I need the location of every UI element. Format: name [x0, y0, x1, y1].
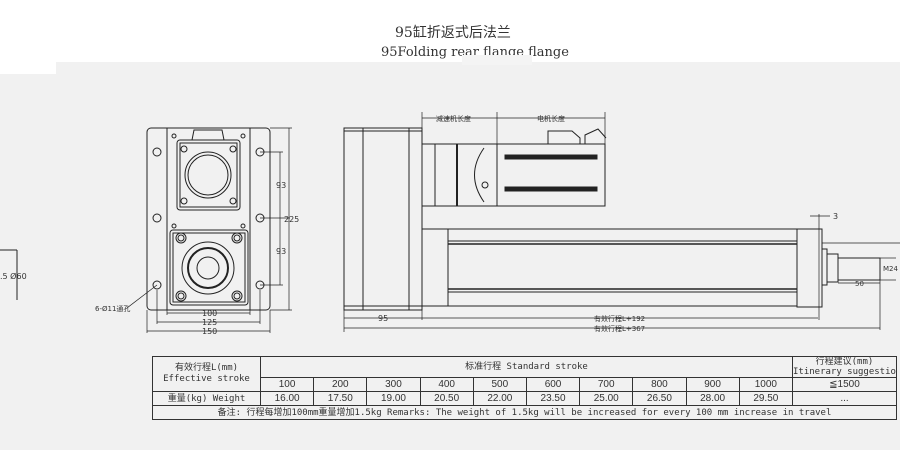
stroke-cell: 200: [313, 377, 368, 392]
table-row-remark: 备注: 行程每增加100mm重量增加1.5kg Remarks: The wei…: [152, 405, 897, 420]
dim-125: 125: [202, 318, 217, 327]
reducer: [421, 143, 498, 207]
table-row-strokes: 100 200 300 400 500 600 700 800 900 1000…: [153, 377, 897, 392]
stroke-cell: 700: [579, 377, 634, 392]
socket-top: [176, 129, 241, 211]
dim-3: 3: [833, 212, 838, 221]
title-smudge: [462, 55, 532, 65]
thread-label: M24: [883, 265, 898, 273]
stroke-cell: 1000: [738, 377, 793, 392]
front-view-flange: 93 93 225 100 125 150 6-Ø11通孔: [95, 127, 299, 336]
stroke-cell: 800: [632, 377, 687, 392]
suggestion-en: Itinerary suggestion: [792, 367, 897, 377]
weight-label: 重量(kg) Weight: [152, 391, 261, 406]
background-patch: [0, 62, 56, 74]
weight-cell: 26.50: [632, 391, 687, 406]
side-dimensions: [343, 112, 896, 332]
effective-stroke-cn: 有效行程L(mm): [174, 363, 239, 373]
header-band: [0, 0, 900, 62]
length-l192: 有效行程L+192: [594, 314, 645, 323]
remark-cell: 备注: 行程每增加100mm重量增加1.5kg Remarks: The wei…: [152, 405, 897, 420]
weight-cell: 17.50: [313, 391, 368, 406]
reducer-length-label: 减速机长度: [436, 114, 471, 123]
dim-150: 150: [202, 327, 217, 336]
dim-100: 100: [202, 309, 217, 318]
dim-93-bottom: 93: [276, 247, 286, 256]
stroke-cell: 900: [685, 377, 740, 392]
stroke-weight-table: 有效行程L(mm) Effective stroke 标准行程 Standard…: [152, 356, 897, 420]
weight-cell: 22.00: [472, 391, 527, 406]
stroke-cell: 600: [525, 377, 581, 392]
front-dimensions: [126, 127, 292, 333]
effective-stroke-en: Effective stroke: [163, 374, 250, 384]
motor-length-label: 电机长度: [537, 114, 565, 123]
mounting-holes: [152, 133, 265, 290]
side-view-actuator: 减速机长度 电机长度 95 3 50 M24 有效行程L+192 有效行程L+3…: [343, 112, 900, 333]
weight-more-cell: ...: [791, 391, 897, 406]
standard-stroke-header: 标准行程 Standard stroke: [260, 356, 793, 378]
weight-cell: 28.00: [685, 391, 740, 406]
stroke-cell: 300: [366, 377, 421, 392]
stroke-cell: 100: [259, 377, 315, 392]
weight-cell: 19.00: [366, 391, 421, 406]
weight-cell: 29.50: [738, 391, 793, 406]
stroke-cell: 500: [472, 377, 527, 392]
left-partial-view: .5 Ø60: [0, 249, 27, 300]
length-l367: 有效行程L+367: [594, 324, 645, 333]
itinerary-suggestion-header: 行程建议(mm) Itinerary suggestion: [791, 356, 897, 378]
suggestion-cn: 行程建议(mm): [815, 357, 874, 368]
motor: [496, 128, 607, 207]
dim-50: 50: [855, 280, 864, 288]
weight-cell: 20.50: [419, 391, 474, 406]
table-header-row: 有效行程L(mm) Effective stroke 标准行程 Standard…: [152, 356, 897, 392]
stroke-cell: 400: [419, 377, 474, 392]
dim-95: 95: [378, 314, 388, 323]
hole-label: 6-Ø11通孔: [95, 304, 130, 313]
dim-225: 225: [284, 215, 299, 224]
weight-cell: 16.00: [259, 391, 315, 406]
weight-cell: 25.00: [579, 391, 634, 406]
effective-stroke-header: 有效行程L(mm) Effective stroke: [152, 356, 261, 392]
weight-cell: 23.50: [525, 391, 581, 406]
left-partial-label: .5 Ø60: [0, 271, 27, 281]
connector-bottom: [169, 229, 249, 306]
table-row-weights: 重量(kg) Weight 16.00 17.50 19.00 20.50 22…: [152, 391, 897, 406]
suggestion-cell: ≦1500: [791, 377, 897, 392]
tube: [421, 228, 900, 308]
title-chinese: 95缸折返式后法兰: [395, 25, 511, 41]
dim-93-top: 93: [276, 181, 286, 190]
